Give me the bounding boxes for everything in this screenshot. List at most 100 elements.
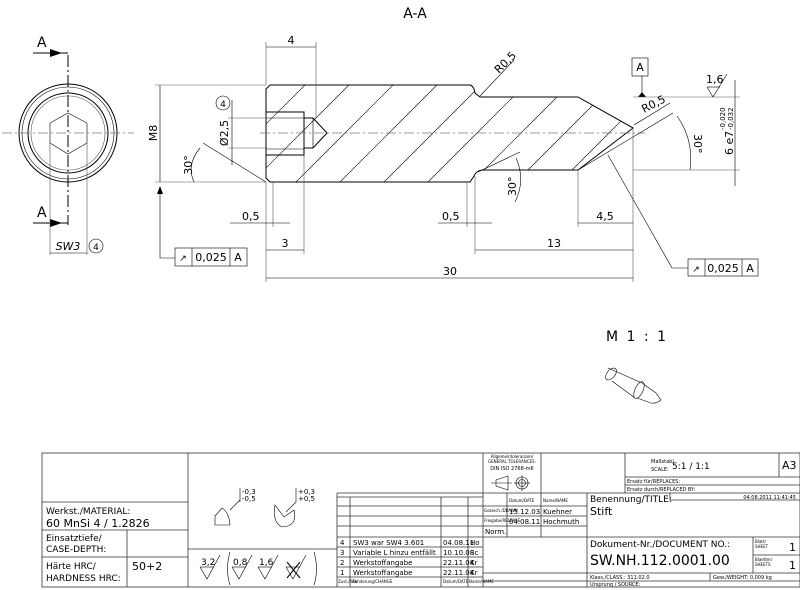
hatch-line <box>595 85 633 182</box>
title-value: Stift <box>590 505 613 518</box>
norm-label: Norm. <box>485 528 506 536</box>
revision-idx: 2 <box>340 559 344 567</box>
section-arrow <box>50 49 62 57</box>
case-depth-label: Einsatztiefe/ <box>46 534 103 544</box>
document-label: Dokument-Nr./DOCUMENT NO.: <box>590 540 730 550</box>
end-view: A A SW3 4 <box>2 35 134 255</box>
rev-header-change: Aenderung/CHANGE <box>352 579 393 584</box>
revision-idx: 3 <box>340 549 344 557</box>
rev-header-idx: Zust./REV. <box>338 579 358 584</box>
source-label: Ursprung / SOURCE: <box>590 582 641 588</box>
release-label: Freigabe/RELEASE <box>484 518 521 523</box>
section-label-bottom: A <box>37 205 47 221</box>
release-date: 04.08.11 <box>509 518 540 526</box>
dim-30: 30 <box>443 265 457 278</box>
revision-idx: 4 <box>340 539 345 547</box>
svg-text:0,025: 0,025 <box>707 262 739 275</box>
revision-date: 22.11.04 <box>443 569 475 577</box>
projection-symbol <box>491 475 530 491</box>
revision-change: Variable L hinzu entfällt <box>353 549 436 557</box>
part-outline <box>265 84 634 183</box>
hatch-line <box>287 85 399 182</box>
edge-symbol-internal: +0,3 +0,5 <box>274 488 315 528</box>
revision-name: Sc <box>470 549 478 557</box>
hardness-label: Härte HRC/ <box>46 562 97 572</box>
section-label-top: A <box>37 35 47 51</box>
drawn-label: Gezeich./DRAWN <box>484 508 518 513</box>
document-number: SW.NH.112.0001.00 <box>590 553 730 569</box>
gen-tol-value: DIN ISO 2768-mK <box>490 466 534 472</box>
dim-angle-mid: 30° <box>506 177 519 197</box>
dimensions: 4 M8 Ø2,5 4 30° R0,5 A 1,6 6 e7 -0,020 <box>147 34 740 282</box>
dim-fit: 6 e7 <box>723 131 736 155</box>
balloon-4: 4 <box>93 243 99 253</box>
dim-angle-right: 30° <box>691 134 704 154</box>
svg-text:↗: ↗ <box>179 254 187 264</box>
revision-date: 10.10.08 <box>443 549 474 557</box>
revision-name: Kr <box>470 559 478 567</box>
sheet-value: 1 <box>789 541 796 554</box>
sheet-label: Blatt/ <box>755 539 766 544</box>
dim-diameter: Ø2,5 <box>218 120 231 146</box>
hatch-line <box>266 85 355 182</box>
sheets-label: Blaetter/ <box>755 557 773 562</box>
rev-header-date: Datum/DATE <box>443 579 469 584</box>
replaces-label: Ersatz für/REPLACES: <box>627 479 680 485</box>
release-name: Hochmuth <box>543 518 579 526</box>
sheet-format: A3 <box>782 459 797 472</box>
rev-header-name: Name/NAME <box>469 579 494 584</box>
revision-change: Werkstoffangabe <box>353 569 412 577</box>
scale-label: SCALE: <box>651 467 669 473</box>
dim-0-5-left: 0,5 <box>242 210 260 223</box>
svg-text:-0,5: -0,5 <box>242 495 256 503</box>
sheet-label: SHEET <box>755 544 769 549</box>
replaced-by-label: Ersatz durch/REPLACED BY: <box>627 487 695 493</box>
svg-text:↗: ↗ <box>692 265 700 275</box>
hex-socket <box>49 112 88 155</box>
hatch-line <box>331 85 443 182</box>
dim-radius-top: R0,5 <box>492 49 519 76</box>
hatch-line <box>419 85 531 182</box>
svg-text:3,2: 3,2 <box>201 558 215 568</box>
hardness-label: HARDNESS HRC: <box>46 574 121 584</box>
revision-idx: 1 <box>340 569 344 577</box>
weight-value: Gew./WEIGHT: 0,009 kg <box>713 575 772 581</box>
runout-tolerance-right: ↗ 0,025 A <box>607 154 759 277</box>
svg-text:1,6: 1,6 <box>259 558 274 568</box>
section-arrow <box>50 219 62 227</box>
svg-text:+0,5: +0,5 <box>298 495 315 503</box>
hatch-line <box>375 85 487 182</box>
runout-tolerance-left: ↗ 0,025 A <box>157 186 248 267</box>
edge-symbol-external: -0,3 -0,5 <box>214 488 256 526</box>
dim-13: 13 <box>547 237 561 250</box>
sheets-value: 1 <box>789 559 796 572</box>
revision-name: Ho <box>470 539 480 547</box>
dim-m8: M8 <box>147 125 160 142</box>
class-value: Klass./CLASS.: 311.02.0 <box>590 575 650 581</box>
timestamp: 04.08.2011 11:41:45 <box>743 495 796 501</box>
revision-date: 04.08.11 <box>443 539 474 547</box>
scale-value: 5:1 / 1:1 <box>672 462 710 472</box>
title-label: Benennung/TITLE: <box>590 495 672 505</box>
date-header: Datum/DATE <box>509 498 535 503</box>
revision-change: SW3 war SW4 3.601 <box>353 539 424 547</box>
svg-text:0,8: 0,8 <box>233 558 248 568</box>
revision-name: Kr <box>470 569 478 577</box>
svg-text:A: A <box>746 262 754 275</box>
revision-date: 22.11.04 <box>443 559 475 567</box>
svg-text:-0,3: -0,3 <box>242 488 256 496</box>
name-header: Name/NAME <box>543 498 568 503</box>
drawn-name: Kuehner <box>543 508 572 516</box>
sheets-label: SHEETS <box>755 562 771 567</box>
drawn-date: 15.12.03 <box>509 508 540 516</box>
svg-text:0,025: 0,025 <box>195 251 227 264</box>
dim-0-5-mid: 0,5 <box>442 210 460 223</box>
surface-finish-value: 1,6 <box>706 73 724 86</box>
section-title: A-A <box>403 6 427 22</box>
dim-4: 4 <box>288 34 295 47</box>
scale-label: Maßstab/ <box>651 459 674 465</box>
isometric-view <box>605 367 662 404</box>
material-value: 60 MnSi 4 / 1.2826 <box>46 517 150 530</box>
